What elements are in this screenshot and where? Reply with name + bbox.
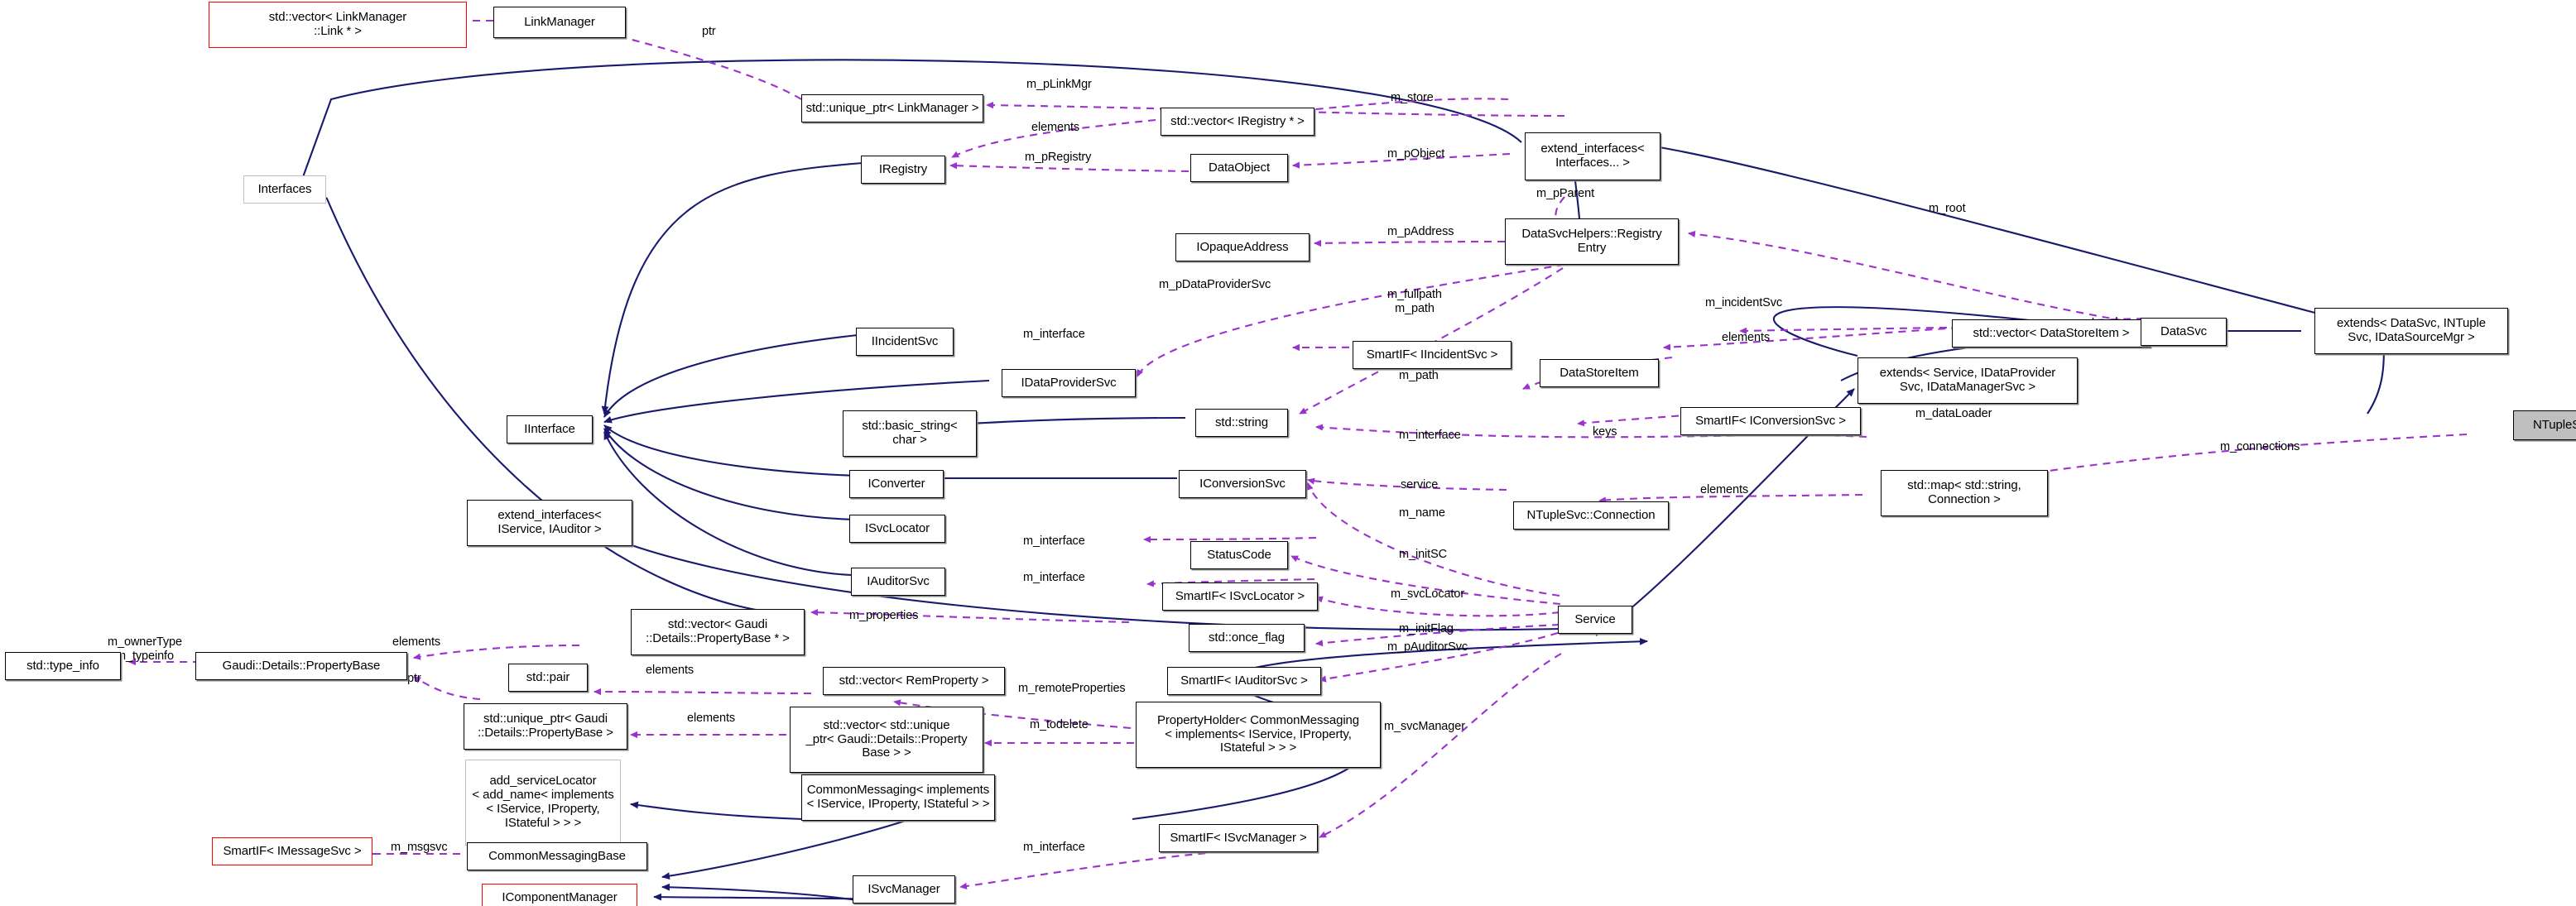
node-isvclocator[interactable]: ISvcLocator xyxy=(849,515,945,543)
node-linkmanager[interactable]: LinkManager xyxy=(493,7,626,38)
node-smartif_iconversionsvc[interactable]: SmartIF< IConversionSvc > xyxy=(1680,407,1861,435)
node-registry_entry[interactable]: DataSvcHelpers::Registry Entry xyxy=(1505,218,1679,265)
node-datasvc[interactable]: DataSvc xyxy=(2141,318,2227,346)
node-vec_datastoreitem[interactable]: std::vector< DataStoreItem > xyxy=(1952,319,2151,348)
node-ntuplesvc[interactable]: NTupleSvc xyxy=(2513,410,2576,440)
node-iincidentsvc[interactable]: IIncidentSvc xyxy=(856,328,954,356)
node-smartif_iincidentsvc[interactable]: SmartIF< IIncidentSvc > xyxy=(1353,341,1511,369)
edge-label-elements_registry: elements xyxy=(1031,121,1080,134)
node-iinterface[interactable]: IInterface xyxy=(507,415,593,443)
edge-label-elements_connection: elements xyxy=(1700,483,1749,496)
node-vec_propertybase_ptr[interactable]: std::vector< Gaudi ::Details::PropertyBa… xyxy=(631,609,805,655)
node-smartif_imessagesvc[interactable]: SmartIF< IMessageSvc > xyxy=(212,837,372,865)
edge-label-m_interface_svcmanager: m_interface xyxy=(1023,841,1085,854)
node-idataprovidersvc[interactable]: IDataProviderSvc xyxy=(1002,369,1136,397)
edge-label-elements_remproperty: elements xyxy=(646,664,694,677)
node-service[interactable]: Service xyxy=(1558,606,1632,634)
node-iconversionsvc[interactable]: IConversionSvc xyxy=(1179,470,1306,498)
node-datastoreitem[interactable]: DataStoreItem xyxy=(1540,359,1659,387)
edge-label-m_pParent: m_pParent xyxy=(1536,187,1595,200)
edge-label-m_pLinkMgr: m_pLinkMgr xyxy=(1026,78,1092,91)
edge-label-m_interface_svclocator: m_interface xyxy=(1023,534,1085,548)
edge-label-m_store: m_store xyxy=(1391,91,1434,104)
edge-label-m_interface_conv: m_interface xyxy=(1399,429,1461,442)
edge-label-m_properties: m_properties xyxy=(849,609,919,622)
edge-label-elements_uptr: elements xyxy=(687,712,736,725)
edge-label-m_name: m_name xyxy=(1399,506,1445,520)
node-extends_datasvc_intuple[interactable]: extends< DataSvc, INTuple Svc, IDataSour… xyxy=(2314,308,2508,354)
node-vec_uptr_propertybase[interactable]: std::vector< std::unique _ptr< Gaudi::De… xyxy=(790,707,983,773)
node-uptr_linkmanager[interactable]: std::unique_ptr< LinkManager > xyxy=(801,94,983,122)
edge-label-ptr_top: ptr xyxy=(702,25,716,38)
edge-label-m_path_store: m_path xyxy=(1399,369,1439,382)
edge-label-m_pAddress: m_pAddress xyxy=(1387,225,1454,238)
node-commonmessaging_implements[interactable]: CommonMessaging< implements < IService, … xyxy=(801,774,995,821)
edge-label-service_label: service xyxy=(1401,478,1439,491)
edge-label-m_interface_auditor: m_interface xyxy=(1023,571,1085,584)
edge-label-m_root: m_root xyxy=(1929,202,1966,215)
edge-label-m_todelete: m_todelete xyxy=(1030,718,1089,731)
node-uptr_propertybase[interactable]: std::unique_ptr< Gaudi ::Details::Proper… xyxy=(464,703,627,750)
node-iauditorsvc[interactable]: IAuditorSvc xyxy=(851,568,945,596)
node-extend_interfaces_iservice_iauditor[interactable]: extend_interfaces< IService, IAuditor > xyxy=(467,500,632,546)
node-interfaces[interactable]: Interfaces xyxy=(243,175,326,204)
node-once_flag[interactable]: std::once_flag xyxy=(1189,624,1305,652)
node-vec_remproperty[interactable]: std::vector< RemProperty > xyxy=(823,667,1005,695)
edge-label-m_svcLocator: m_svcLocator xyxy=(1391,587,1465,601)
node-extends_service_dataprovider[interactable]: extends< Service, IDataProvider Svc, IDa… xyxy=(1858,357,2078,404)
node-type_info[interactable]: std::type_info xyxy=(5,652,121,680)
node-vec_linkmgr_link[interactable]: std::vector< LinkManager ::Link * > xyxy=(209,2,467,48)
edge-label-m_pObject: m_pObject xyxy=(1387,147,1445,161)
node-smartif_isvcmanager[interactable]: SmartIF< ISvcManager > xyxy=(1159,824,1318,852)
node-iopaqueaddress[interactable]: IOpaqueAddress xyxy=(1175,233,1310,261)
edge-label-m_interface_incident: m_interface xyxy=(1023,328,1085,341)
edge-label-m_connections: m_connections xyxy=(2220,440,2300,453)
edge-label-m_initSC: m_initSC xyxy=(1399,548,1448,561)
node-isvcmanager[interactable]: ISvcManager xyxy=(853,875,955,904)
edge-label-m_msgsvc: m_msgsvc xyxy=(391,841,448,854)
node-smartif_isvclocator[interactable]: SmartIF< ISvcLocator > xyxy=(1162,582,1318,611)
node-propertyholder[interactable]: PropertyHolder< CommonMessaging < implem… xyxy=(1136,702,1381,768)
node-commonmessagingbase[interactable]: CommonMessagingBase xyxy=(467,842,647,870)
node-extend_interfaces_variadic[interactable]: extend_interfaces< Interfaces... > xyxy=(1525,132,1660,180)
node-iconverter[interactable]: IConverter xyxy=(849,470,944,498)
node-icomponentmanager[interactable]: IComponentManager xyxy=(482,884,637,906)
node-dataobject[interactable]: DataObject xyxy=(1190,154,1288,182)
edge-label-m_initFlag: m_initFlag xyxy=(1399,622,1454,635)
node-basic_string_char[interactable]: std::basic_string< char > xyxy=(843,410,977,457)
node-add_servicelocator[interactable]: add_serviceLocator < add_name< implement… xyxy=(465,760,621,846)
edge-label-m_dataLoader: m_dataLoader xyxy=(1915,407,1992,420)
node-ntuplesvc_connection[interactable]: NTupleSvc::Connection xyxy=(1513,501,1669,530)
node-std_pair[interactable]: std::pair xyxy=(508,664,588,692)
edge-label-m_incidentSvc: m_incidentSvc xyxy=(1705,296,1782,309)
node-vec_iregistry[interactable]: std::vector< IRegistry * > xyxy=(1161,108,1314,136)
edge-label-elements_datastore: elements xyxy=(1722,331,1771,344)
edge-label-ptr_propbase: ptr xyxy=(407,672,421,685)
node-map_string_connection[interactable]: std::map< std::string, Connection > xyxy=(1881,470,2048,516)
edge-label-m_svcManager: m_svcManager xyxy=(1384,720,1465,733)
node-propertybase[interactable]: Gaudi::Details::PropertyBase xyxy=(195,652,407,680)
edge-label-elements_propbase: elements xyxy=(392,635,441,649)
edge-label-m_fullpath_m_path: m_fullpath m_path xyxy=(1387,288,1442,315)
edge-label-m_pRegistry: m_pRegistry xyxy=(1025,151,1092,164)
edge-label-m_pDataProviderSvc: m_pDataProviderSvc xyxy=(1159,278,1271,291)
node-smartif_iauditorsvc[interactable]: SmartIF< IAuditorSvc > xyxy=(1167,667,1321,695)
edge-label-m_pAuditorSvc: m_pAuditorSvc xyxy=(1387,640,1468,654)
edge-label-m_remoteProperties: m_remoteProperties xyxy=(1018,682,1126,695)
edge-label-keys: keys xyxy=(1593,425,1617,439)
node-iregistry[interactable]: IRegistry xyxy=(861,156,945,184)
node-statuscode[interactable]: StatusCode xyxy=(1190,541,1288,569)
node-std_string[interactable]: std::string xyxy=(1195,409,1288,437)
